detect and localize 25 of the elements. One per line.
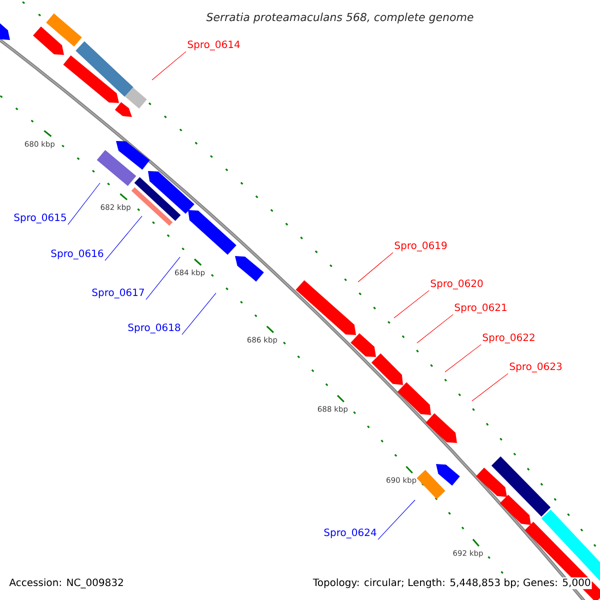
gene-label: Spro_0621 [454,304,506,314]
leader-line [358,252,394,282]
leader-line [394,290,430,318]
leader-line [68,182,100,225]
gene-label: Spro_0622 [482,334,534,344]
gene-label: Spro_0615 [14,214,66,224]
leader-line [182,292,216,335]
leader-line [444,344,482,372]
leader-line [146,256,180,300]
leader-line [378,500,416,540]
leader-line [472,373,508,402]
gene-label: Spro_0617 [92,288,144,298]
leader-line [152,51,186,80]
gene-label: Spro_0619 [394,242,447,252]
leader-line [104,216,142,261]
accession-text: Accession: NC_009832 [8,577,125,590]
gene-label: Spro_0623 [510,362,562,372]
title: Serratia proteamaculans 568, complete genome [206,12,474,24]
leader-line [416,314,454,344]
gene-label: Spro_0620 [430,280,483,290]
gene-label: Spro_0616 [51,250,104,260]
gene-label: Spro_0624 [324,528,376,538]
summary-text: Topology: circular; Length: 5,448,853 bp; Genes: 5,000 [312,577,592,590]
gene-label: Spro_0614 [188,40,240,50]
gene-label: Spro_0618 [128,324,180,334]
